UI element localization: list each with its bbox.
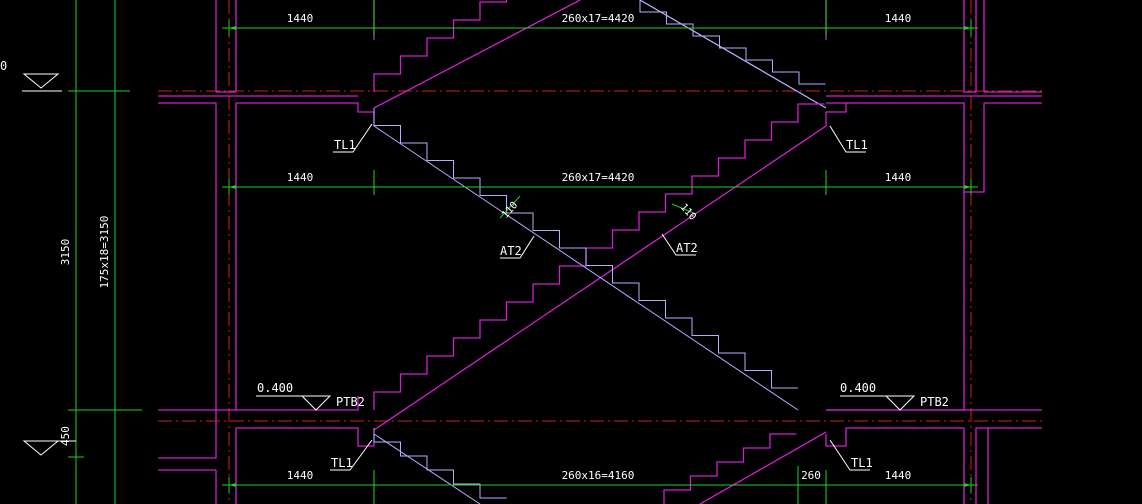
- arrow-3: [229, 185, 236, 189]
- axis-lines: [158, 0, 1042, 504]
- label-at2-right: AT2: [676, 241, 698, 255]
- dim-text-top-mid: 260x17=4420: [562, 12, 635, 25]
- dim-text-vert-steps: 175x18=3150: [98, 216, 111, 289]
- walls: [158, 0, 1042, 504]
- arrow-2: [964, 26, 971, 30]
- dim-text-mid-right: 1440: [885, 171, 912, 184]
- steps-upper-left-up: [373, 0, 508, 92]
- dim-text-vert-450: 450: [59, 426, 72, 446]
- right-upper-beam: [825, 103, 847, 126]
- left-lower-landing-edge: [235, 427, 375, 504]
- elev-triangle-top: [22, 73, 60, 89]
- stringer-upper-left: [373, 0, 581, 109]
- arrow-5: [229, 483, 236, 487]
- label-ptb2-right: PTB2: [920, 395, 949, 409]
- arrow-6: [964, 483, 971, 487]
- dim-text-bot-right: 1440: [885, 469, 912, 482]
- elev-text-left: 0.400: [257, 381, 293, 395]
- dim-text-mid-left: 1440: [287, 171, 314, 184]
- leader-at2-l: [500, 235, 535, 259]
- elev-text-right: 0.400: [840, 381, 876, 395]
- dim-text-bot-mid: 260x16=4160: [562, 469, 635, 482]
- label-tl1-lower-left: TL1: [331, 456, 353, 470]
- thick-left-line: [499, 195, 521, 219]
- right-wall-upper: [963, 0, 977, 93]
- leader-tl1-ul: [333, 123, 373, 153]
- leader-at2-r: [661, 233, 696, 256]
- elev-marker-left: [256, 395, 332, 411]
- stair-steps-blue: [373, 0, 826, 499]
- elev-marker-right: [840, 395, 916, 411]
- dim-text-top-left: 1440: [287, 12, 314, 25]
- arrow-4: [964, 185, 971, 189]
- dimension-lines: [22, 0, 978, 504]
- stair-flights-blue: [373, 0, 826, 504]
- stringer-main-up: [373, 125, 827, 431]
- dim-text-bot-left: 1440: [287, 469, 314, 482]
- steps-main-down: [373, 108, 798, 389]
- stringer-main-down: [373, 125, 799, 411]
- label-tl1-lower-right: TL1: [851, 456, 873, 470]
- dim-text-mid-mid: 260x17=4420: [562, 171, 635, 184]
- leader-tl1-ll: [330, 439, 373, 471]
- elevation-markers: [22, 73, 916, 471]
- dim-text-bot-small: 260: [801, 469, 821, 482]
- label-tl1-upper-right: TL1: [846, 138, 868, 152]
- steps-lower-right-up: [663, 433, 797, 504]
- label-tl1-upper-left: TL1: [334, 138, 356, 152]
- dim-arrows: [229, 26, 971, 487]
- drawing-texts: 1440 260x17=4420 1440 1440 260x17=4420 1…: [0, 12, 949, 482]
- arrow-1: [229, 26, 236, 30]
- dim-text-top-right: 1440: [885, 12, 912, 25]
- leader-tl1-lr: [829, 439, 870, 471]
- label-ptb2-left: PTB2: [336, 395, 365, 409]
- label-at2-left: AT2: [500, 244, 522, 258]
- right-lower-wall: [975, 427, 1042, 504]
- elev-triangle-bottom: [22, 440, 60, 456]
- dim-text-vert-3150: 3150: [59, 239, 72, 266]
- left-wall-block: [158, 102, 217, 459]
- stringer-lower-right: [699, 431, 827, 504]
- leader-tl1-ur: [829, 125, 866, 153]
- stringer-upper-right: [639, 0, 827, 109]
- steps-upper-right-down: [639, 0, 826, 85]
- elev-text-top: 0: [0, 59, 7, 73]
- steps-lower-left-down: [373, 428, 507, 499]
- right-lower-landing-edge: [825, 427, 964, 447]
- thick-right-line: [671, 203, 697, 215]
- left-landing-edge: [235, 103, 359, 411]
